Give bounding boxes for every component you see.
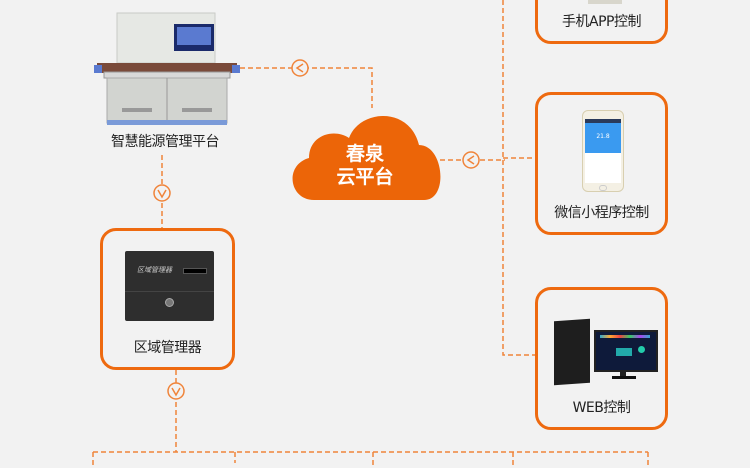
- line-right-bus: [502, 0, 535, 356]
- phone-icon: [588, 0, 622, 4]
- platform-label: 智慧能源管理平台: [111, 134, 220, 150]
- down-arrow-icon: [157, 189, 167, 199]
- region-label: 区域管理器: [133, 340, 202, 356]
- wechat-node: 21.8 微信小程序控制: [535, 92, 668, 235]
- web-label: WEB控制: [572, 400, 631, 416]
- region-node: 区域管理器 区域管理器: [100, 228, 235, 370]
- cabinet-icon: 区域管理器: [125, 251, 214, 321]
- control-console-icon: [94, 12, 240, 125]
- left-arrow-icon: [466, 155, 475, 165]
- down-arrow-icon: [171, 387, 181, 397]
- arrow-circle-platform-down: [153, 184, 171, 202]
- arrow-circle-region-down: [167, 382, 185, 400]
- app-label: 手机APP控制: [562, 14, 641, 30]
- arrow-circle-cloud: [462, 151, 480, 169]
- cloud-label: 春泉 云平台: [300, 143, 430, 189]
- desktop-computer-icon: [554, 318, 659, 390]
- app-node: 手机APP控制: [535, 0, 668, 44]
- cloud-label-line2: 云平台: [336, 166, 394, 188]
- platform-node: 智慧能源管理平台: [90, 0, 240, 155]
- cabinet-text: 区域管理器: [137, 266, 172, 274]
- cloud-label-line1: 春泉: [345, 143, 384, 165]
- wechat-label: 微信小程序控制: [554, 205, 649, 221]
- cloud-icon: [292, 115, 441, 200]
- web-node: WEB控制: [535, 287, 668, 430]
- line-platform-cloud: [232, 67, 373, 108]
- left-arrow-icon: [295, 63, 304, 73]
- arrow-circle-platform: [291, 59, 309, 77]
- smartphone-icon: 21.8: [582, 110, 624, 192]
- screen-value: 21.8: [596, 133, 610, 140]
